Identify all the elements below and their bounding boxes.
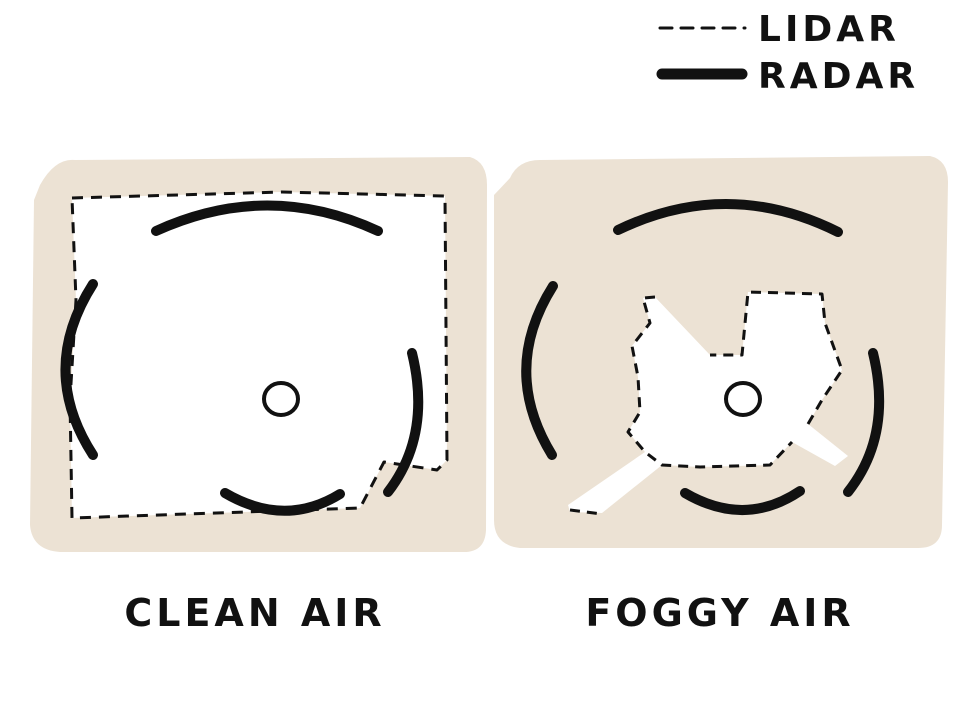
clean-air-radar-arc-left — [60, 279, 98, 460]
legend: LIDAR RADAR — [656, 9, 919, 97]
clean-air-lidar-scan — [68, 190, 449, 520]
foggy-air-sensor — [724, 381, 762, 417]
foggy-air-background — [494, 156, 948, 548]
lidar-legend-label: LIDAR — [758, 9, 900, 50]
foggy-air-caption: FOGGY AIR — [585, 591, 854, 635]
foggy-air-radar-arc-left — [521, 281, 558, 460]
foggy-air-radar-arc-right — [843, 348, 885, 497]
clean-air-sensor — [262, 381, 300, 417]
clean-air-caption: CLEAN AIR — [124, 591, 385, 635]
clean-air-panel: CLEAN AIR — [30, 157, 487, 635]
clean-air-radar-arc-right — [383, 348, 424, 497]
foggy-air-lidar-beam-edge — [569, 508, 603, 516]
clean-air-radar-arc-bottom — [220, 488, 345, 516]
foggy-air-lidar-outline — [626, 290, 844, 469]
foggy-air-lidar-scan — [568, 292, 848, 513]
foggy-air-radar-arc-bottom — [680, 486, 805, 515]
foggy-air-radar-arc-top — [613, 199, 843, 237]
radar-legend-label: RADAR — [758, 56, 919, 97]
foggy-air-panel: FOGGY AIR — [494, 156, 948, 635]
clean-air-radar-arc-top — [151, 200, 383, 236]
